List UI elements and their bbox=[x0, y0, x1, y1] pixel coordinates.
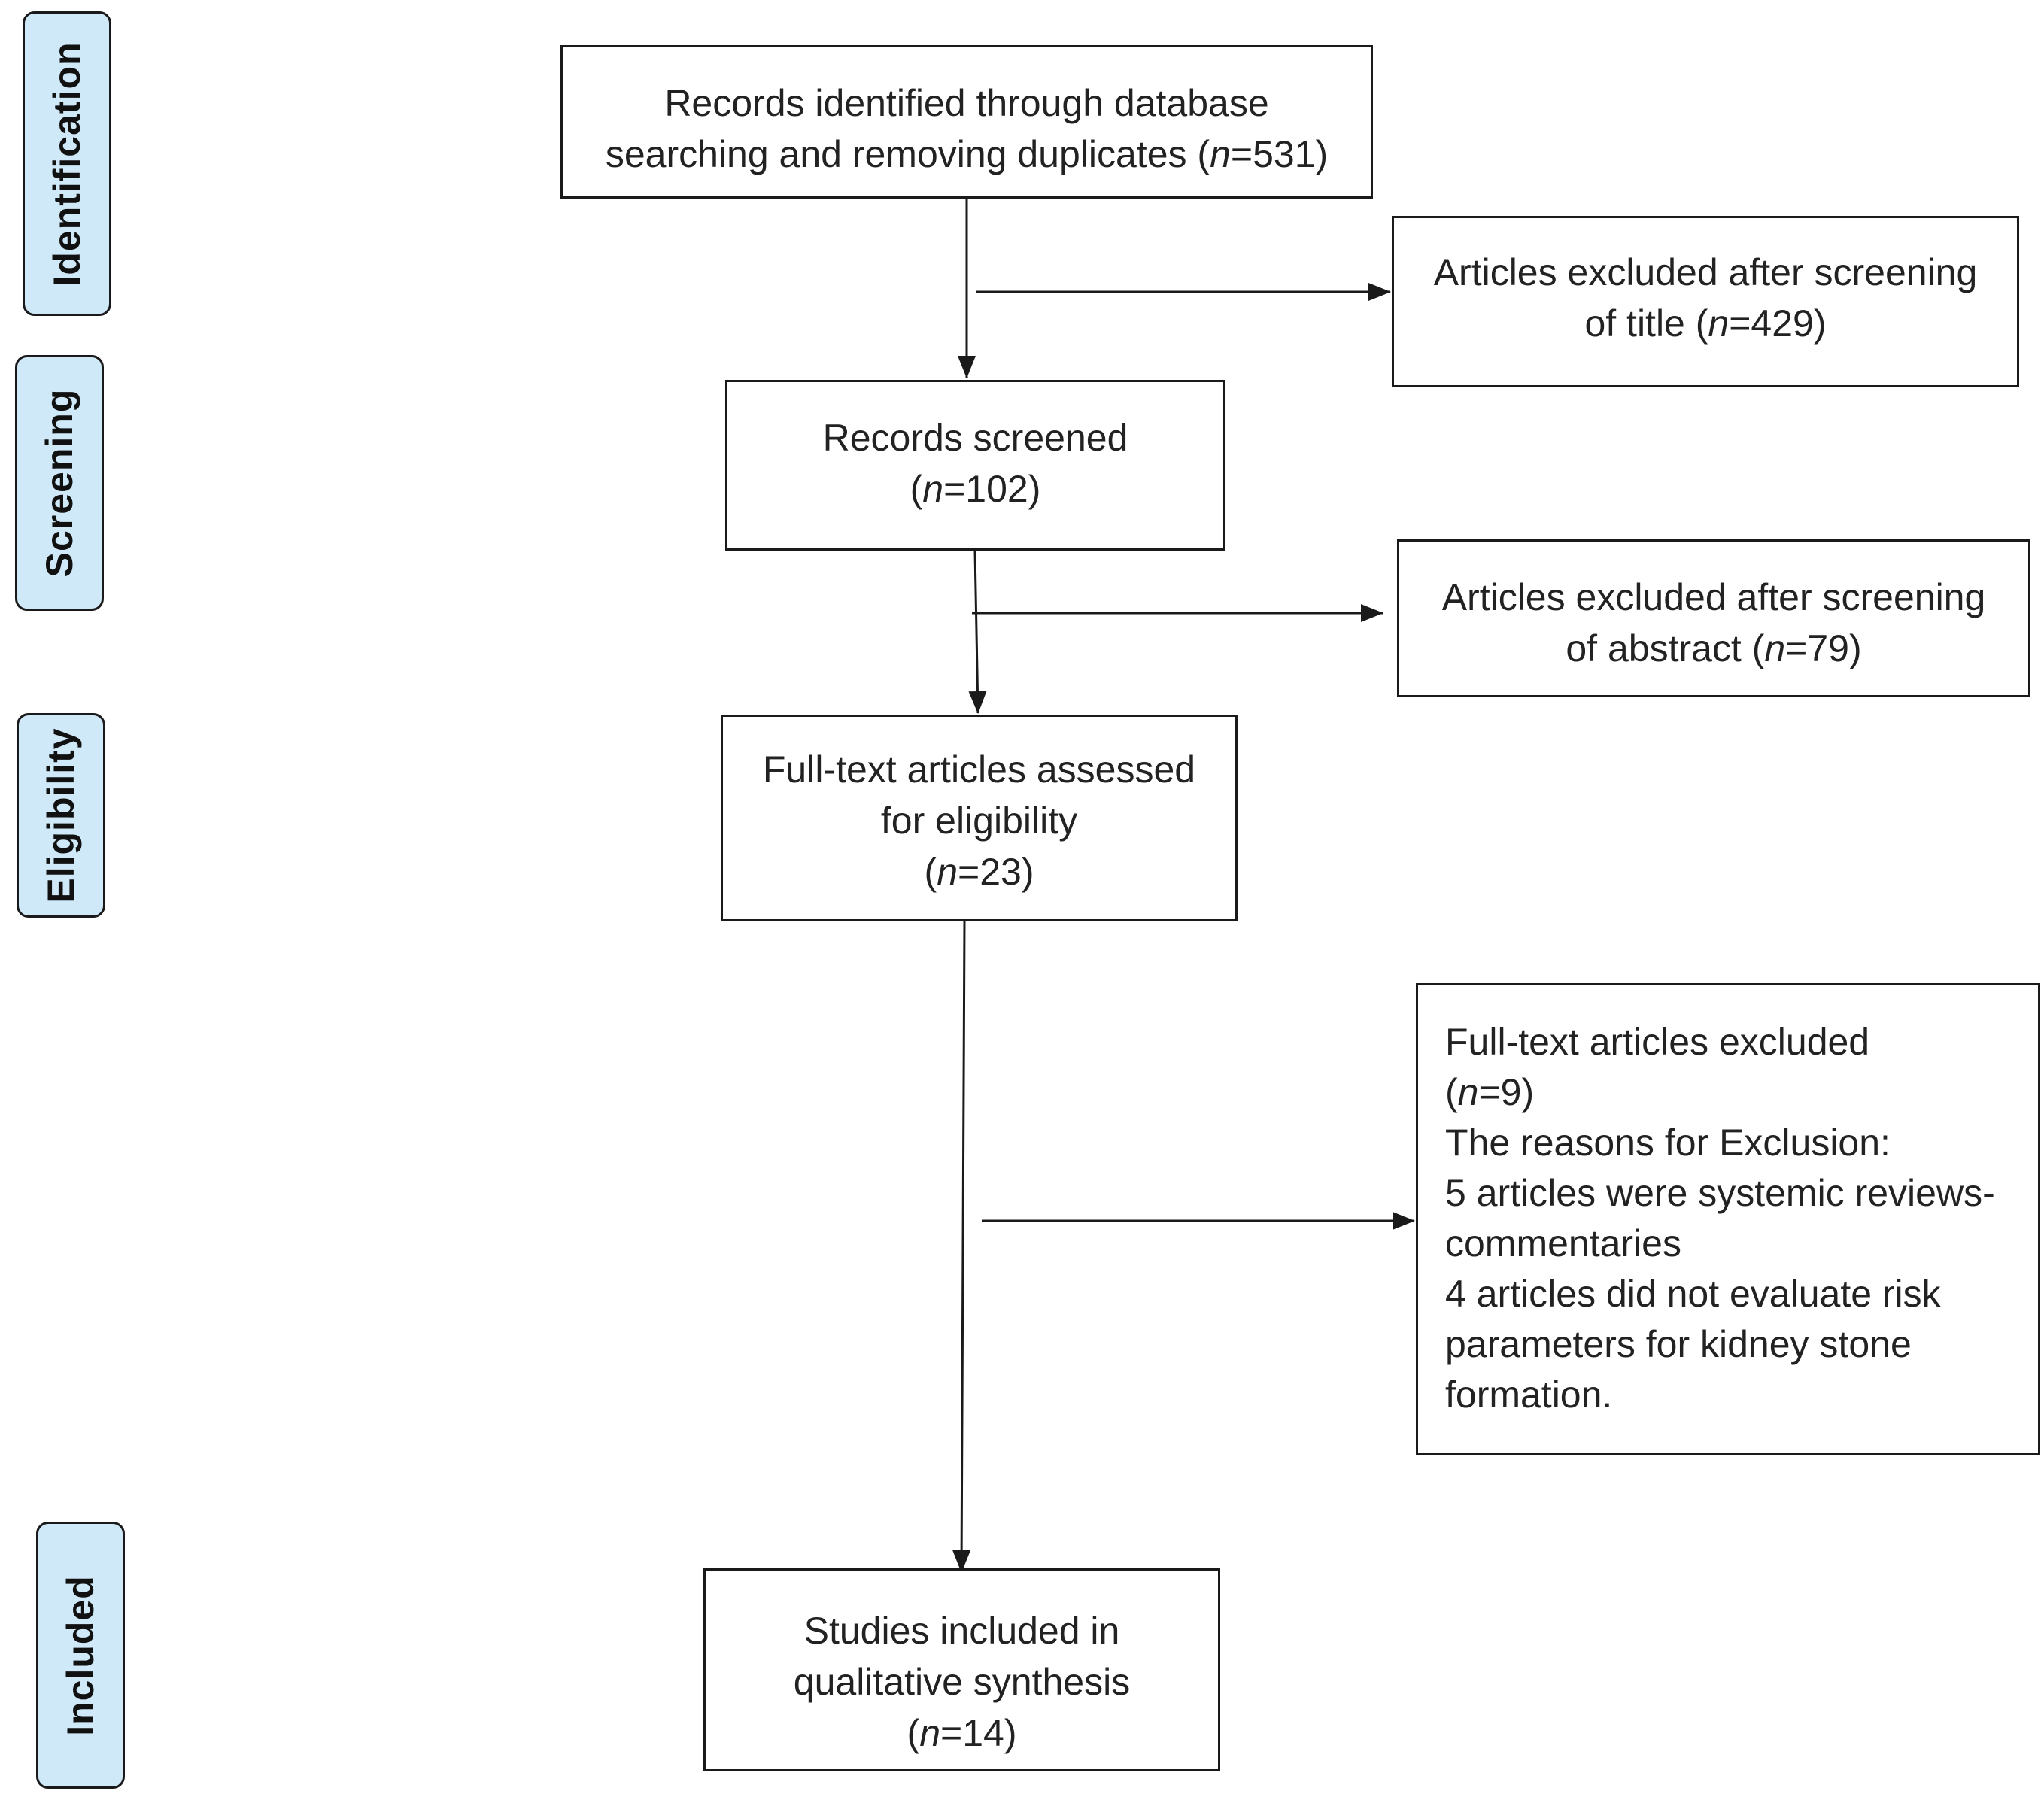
box-fulltext-assessed: Full-text articles assessed for eligibil… bbox=[721, 715, 1238, 921]
box-excluded-abstract: Articles excluded after screening of abs… bbox=[1397, 539, 2030, 697]
box-excluded-title-line2-prefix: of title ( bbox=[1584, 302, 1708, 345]
box-records-screened-line2: (n=102) bbox=[727, 463, 1223, 514]
box-fulltext-excluded-line2: (n=9) bbox=[1445, 1067, 2015, 1118]
box-records-screened-line2-prefix: ( bbox=[910, 468, 923, 510]
box-excluded-abstract-line2: of abstract (n=79) bbox=[1399, 623, 2028, 674]
box-records-identified: Records identified through database sear… bbox=[560, 45, 1373, 199]
box-fulltext-assessed-line2: for eligibility bbox=[880, 800, 1078, 842]
box-excluded-title: Articles excluded after screening of tit… bbox=[1392, 216, 2019, 387]
box-records-screened-count: =102) bbox=[943, 468, 1041, 510]
arrow-fulltext-to-included bbox=[952, 921, 971, 1573]
box-records-screened-n: n bbox=[922, 468, 944, 510]
box-records-identified-line1: Records identified through database bbox=[664, 82, 1269, 124]
stage-label-identification: Identification bbox=[23, 11, 111, 316]
box-studies-included-line3: (n=14) bbox=[706, 1707, 1218, 1759]
box-fulltext-excluded-count: =9) bbox=[1478, 1071, 1535, 1113]
box-fulltext-assessed-line3: (n=23) bbox=[723, 846, 1235, 897]
box-fulltext-excluded-line5: commentaries bbox=[1445, 1222, 1681, 1264]
box-fulltext-assessed-line3-prefix: ( bbox=[924, 851, 937, 893]
stage-label-included: Included bbox=[36, 1522, 125, 1789]
box-studies-included-line2: qualitative synthesis bbox=[793, 1661, 1131, 1703]
box-fulltext-excluded-n: n bbox=[1457, 1071, 1479, 1113]
box-studies-included-count: =14) bbox=[940, 1712, 1017, 1754]
box-excluded-title-n: n bbox=[1708, 302, 1730, 345]
box-records-identified-line2-prefix: searching and removing duplicates ( bbox=[605, 133, 1210, 175]
box-studies-included-line1: Studies included in bbox=[803, 1610, 1120, 1652]
box-fulltext-assessed-line1: Full-text articles assessed bbox=[762, 748, 1196, 791]
box-records-screened-line1: Records screened bbox=[822, 417, 1128, 459]
box-excluded-abstract-line2-prefix: of abstract ( bbox=[1566, 627, 1765, 669]
box-studies-included: Studies included in qualitative synthesi… bbox=[703, 1568, 1220, 1771]
box-fulltext-excluded-line1: Full-text articles excluded bbox=[1445, 1021, 1870, 1063]
box-fulltext-excluded-line8: formation. bbox=[1445, 1373, 1613, 1416]
box-fulltext-assessed-n: n bbox=[937, 851, 958, 893]
box-records-screened: Records screened (n=102) bbox=[725, 380, 1225, 551]
box-fulltext-excluded-line7: parameters for kidney stone bbox=[1445, 1323, 1912, 1365]
stage-label-screening: Screening bbox=[15, 355, 104, 611]
box-excluded-abstract-count: =79) bbox=[1785, 627, 1862, 669]
box-excluded-abstract-line1: Articles excluded after screening bbox=[1441, 576, 1986, 618]
arrow-screened-to-fulltext bbox=[968, 550, 987, 714]
box-fulltext-excluded: Full-text articles excluded (n=9) The re… bbox=[1416, 983, 2040, 1455]
box-fulltext-excluded-line3: The reasons for Exclusion: bbox=[1445, 1122, 1891, 1164]
box-excluded-title-line1: Articles excluded after screening bbox=[1433, 251, 1978, 293]
stage-label-eligibility: Eligibility bbox=[17, 713, 105, 918]
box-excluded-title-line2: of title (n=429) bbox=[1394, 298, 2017, 349]
box-studies-included-line3-prefix: ( bbox=[907, 1712, 920, 1754]
box-records-identified-count: =531) bbox=[1230, 133, 1329, 175]
box-excluded-title-count: =429) bbox=[1729, 302, 1827, 345]
box-records-identified-line2: searching and removing duplicates (n=531… bbox=[563, 129, 1371, 180]
box-fulltext-excluded-line6: 4 articles did not evaluate risk bbox=[1445, 1273, 1941, 1315]
box-fulltext-excluded-line4: 5 articles were systemic reviews- bbox=[1445, 1172, 1995, 1214]
box-fulltext-excluded-line2-prefix: ( bbox=[1445, 1071, 1458, 1113]
box-fulltext-assessed-count: =23) bbox=[958, 851, 1034, 893]
box-excluded-abstract-n: n bbox=[1764, 627, 1786, 669]
box-records-identified-n: n bbox=[1210, 133, 1231, 175]
box-studies-included-n: n bbox=[919, 1712, 940, 1754]
